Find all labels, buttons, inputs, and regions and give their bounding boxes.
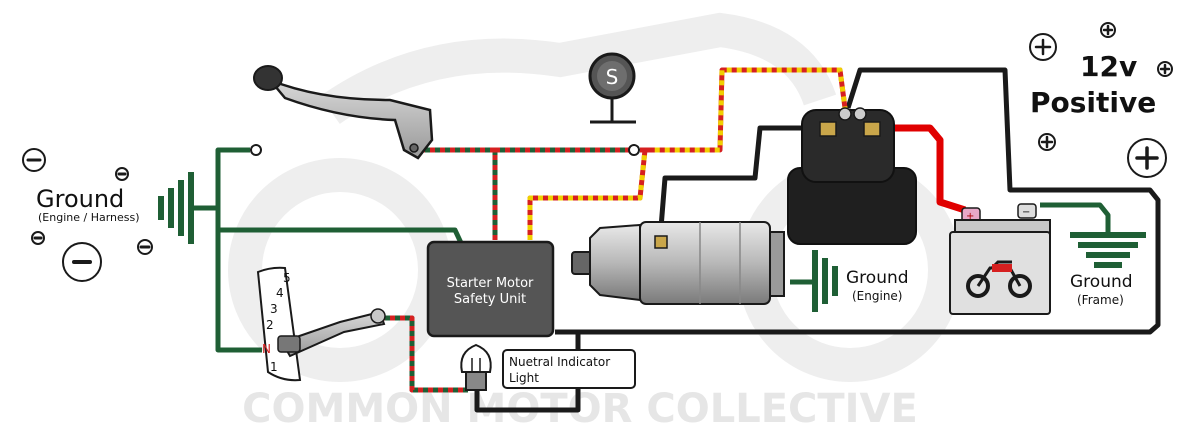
- gear-indicator-labels: 5 4 3 2 N 1: [262, 271, 291, 374]
- safety-unit-box: [426, 240, 555, 338]
- plus-symbols: [1029, 22, 1173, 178]
- starter-motor: [571, 221, 785, 305]
- ground-engine-subtitle: (Engine): [852, 289, 903, 303]
- indicator-label-box: [502, 349, 636, 389]
- ground-symbol-harness: [158, 172, 194, 244]
- ground-symbol-frame: [1070, 232, 1146, 268]
- svg-text:+: +: [966, 211, 974, 222]
- ground-harness-title: Ground: [36, 185, 124, 213]
- gear-label: 3: [270, 302, 278, 316]
- start-button: [588, 52, 636, 124]
- ground-harness-subtitle: (Engine / Harness): [38, 211, 140, 224]
- gear-label: 2: [266, 318, 274, 332]
- positive-word-label: Positive: [1030, 86, 1156, 119]
- ground-frame-subtitle: (Frame): [1077, 293, 1124, 307]
- indicator-label-line2: Light: [509, 371, 539, 385]
- positive-volts-label: 12v: [1080, 50, 1137, 83]
- start-button-letter: S: [606, 65, 619, 89]
- gear-label: 4: [276, 286, 284, 300]
- indicator-label-line1: Nuetral Indicator: [509, 355, 610, 369]
- battery: + −: [949, 203, 1051, 315]
- svg-text:−: −: [1022, 207, 1030, 218]
- red-battery-wire: [880, 124, 967, 214]
- gear-label: 5: [283, 271, 291, 285]
- red-green-striped-wires: [380, 147, 630, 393]
- ground-symbol-engine: [812, 250, 838, 312]
- safety-unit-label-line1: Starter Motor: [447, 276, 534, 291]
- gear-label-neutral: N: [262, 342, 271, 356]
- switch-contacts: [250, 144, 640, 156]
- clutch-lever: [253, 65, 434, 160]
- plus-signs: [1034, 24, 1171, 170]
- gear-label: 1: [270, 360, 278, 374]
- green-ground-wires: [194, 147, 1111, 353]
- minus-signs: [26, 158, 151, 264]
- starter-relay: [787, 107, 917, 245]
- neutral-indicator-bulb: [460, 343, 492, 391]
- ground-frame-title: Ground: [1070, 272, 1133, 292]
- gear-shift-lever: [256, 266, 386, 382]
- safety-unit-label-line2: Safety Unit: [454, 292, 526, 307]
- red-yellow-striped-wires: [527, 67, 848, 240]
- ground-engine-title: Ground: [846, 268, 909, 288]
